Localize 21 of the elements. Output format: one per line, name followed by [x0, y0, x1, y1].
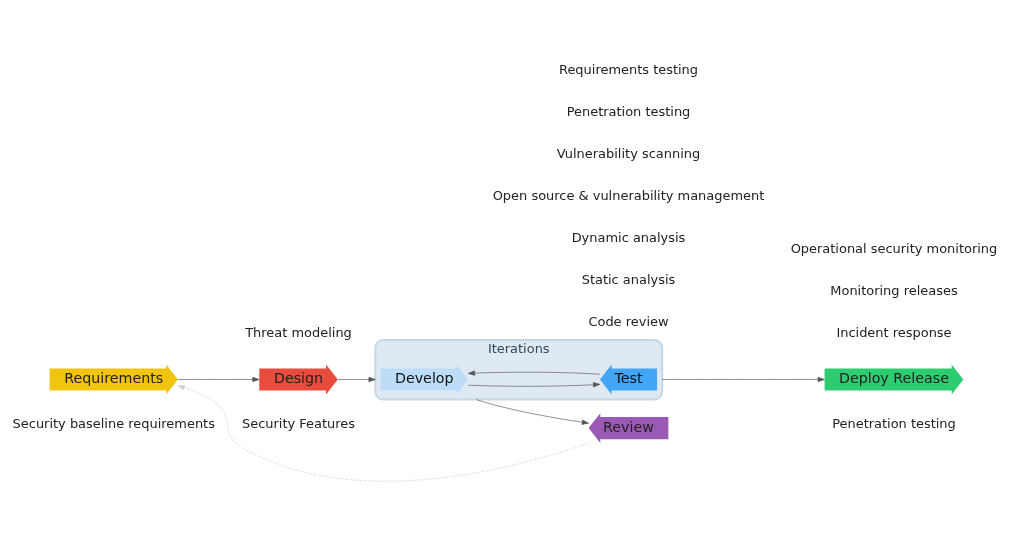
label: Security baseline requirements	[12, 415, 215, 431]
label: Incident response	[836, 324, 952, 340]
arrow	[177, 376, 260, 382]
label: Requirements testing	[558, 61, 699, 76]
arrow	[476, 398, 589, 425]
label: Penetration testing	[832, 415, 956, 431]
label: Open source & vulnerability management	[492, 187, 765, 203]
label: Penetration testing	[566, 103, 691, 119]
label: Operational security monitoring	[790, 240, 998, 256]
arrow	[177, 384, 590, 481]
arrow	[467, 370, 601, 376]
label: Monitoring releases	[830, 282, 958, 298]
label: Dynamic analysis	[571, 229, 686, 245]
label: Code review	[588, 313, 669, 329]
label: Vulnerability scanning	[556, 145, 701, 161]
arrow	[467, 381, 601, 387]
arrow	[661, 376, 825, 382]
label: Security Features	[242, 415, 356, 431]
label: Static analysis	[581, 271, 676, 287]
arrow	[337, 376, 376, 382]
label: Threat modeling	[245, 324, 352, 340]
